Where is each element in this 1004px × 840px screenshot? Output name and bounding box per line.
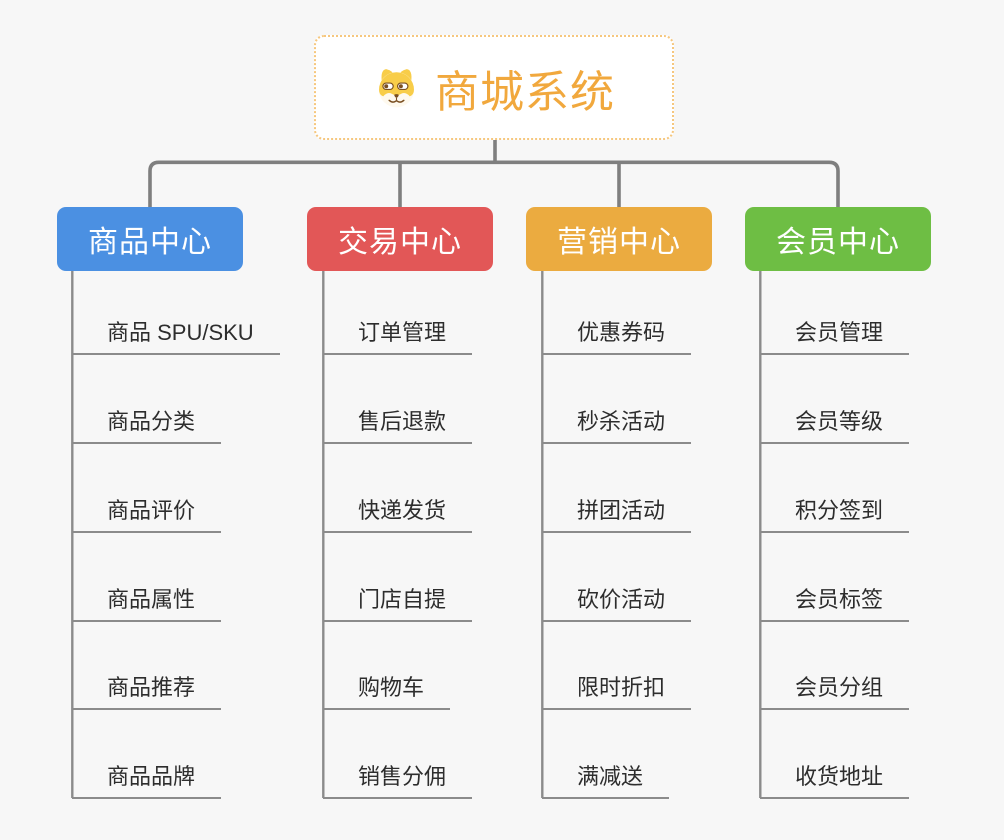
branch-node-product-center[interactable]: 商品中心 [57, 207, 243, 271]
subtopic-node[interactable]: 满减送 [542, 756, 670, 799]
branch-node-marketing-center[interactable]: 营销中心 [526, 207, 712, 271]
subtopic-node[interactable]: 会员等级 [760, 401, 910, 444]
subtopic-node[interactable]: 秒杀活动 [542, 401, 692, 444]
subtopic-node[interactable]: 商品品牌 [72, 756, 222, 799]
branch-label: 会员中心 [776, 226, 900, 259]
subtopic-node[interactable]: 优惠券码 [542, 312, 692, 355]
subtopic-node[interactable]: 砍价活动 [542, 579, 692, 622]
subtopic-node[interactable]: 销售分佣 [323, 756, 473, 799]
root-node[interactable]: 商城系统 [314, 35, 674, 140]
subtopic-node[interactable]: 商品属性 [72, 579, 222, 622]
subtopic-node[interactable]: 门店自提 [323, 579, 473, 622]
subtopic-node[interactable]: 会员标签 [760, 579, 910, 622]
subtopic-node[interactable]: 商品 SPU/SKU [72, 312, 280, 355]
branch-node-trade-center[interactable]: 交易中心 [307, 207, 493, 271]
branch-label: 商品中心 [88, 226, 212, 259]
subtopic-node[interactable]: 快递发货 [323, 490, 473, 533]
subtopic-node[interactable]: 购物车 [323, 667, 451, 710]
subtopic-node[interactable]: 限时折扣 [542, 667, 692, 710]
subtopic-node[interactable]: 会员分组 [760, 667, 910, 710]
branch-label: 交易中心 [338, 226, 462, 259]
subtopic-node[interactable]: 商品分类 [72, 401, 222, 444]
subtopic-node[interactable]: 拼团活动 [542, 490, 692, 533]
subtopic-node[interactable]: 商品评价 [72, 490, 222, 533]
subtopic-node[interactable]: 收货地址 [760, 756, 910, 799]
subtopic-node[interactable]: 会员管理 [760, 312, 910, 355]
branch-label: 营销中心 [557, 226, 681, 259]
subtopic-node[interactable]: 订单管理 [323, 312, 473, 355]
rail-line [148, 160, 840, 207]
subtopic-node[interactable]: 售后退款 [323, 401, 473, 444]
dog-face-icon [378, 69, 415, 108]
subtopic-node[interactable]: 商品推荐 [72, 667, 222, 710]
branch-node-member-center[interactable]: 会员中心 [745, 207, 931, 271]
subtopic-node[interactable]: 积分签到 [760, 490, 910, 533]
root-title: 商城系统 [435, 67, 615, 117]
